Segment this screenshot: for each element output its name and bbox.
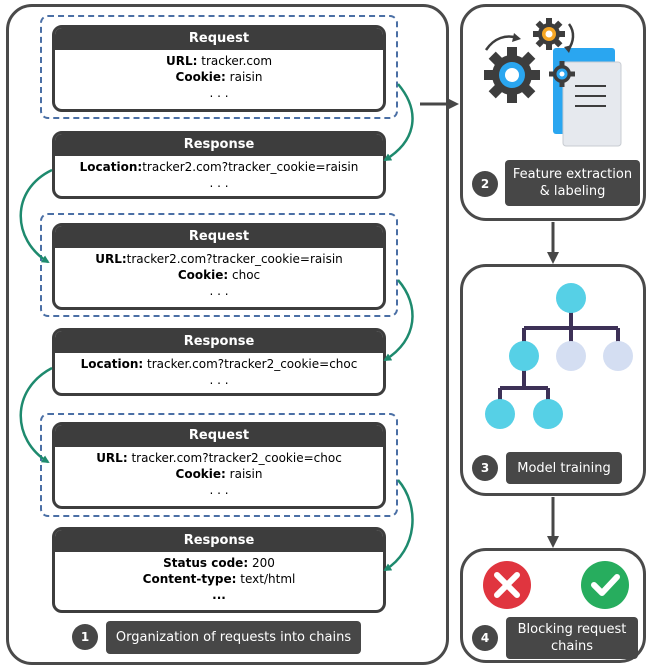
- field-value: text/html: [236, 572, 296, 586]
- field-value: choc: [228, 268, 261, 282]
- reject-icon: [483, 561, 531, 609]
- field-label: Cookie:: [175, 467, 226, 481]
- field-line: Cookie: raisin: [55, 69, 383, 85]
- field-label: Status code:: [163, 556, 249, 570]
- field-line: . . .: [55, 482, 383, 498]
- field-label: ...: [212, 588, 226, 602]
- field-line: . . .: [55, 175, 383, 191]
- field-label: Cookie:: [175, 70, 226, 84]
- chain-arrow-1: [383, 83, 414, 162]
- response-card-body: Location: tracker.com?tracker2_cookie=ch…: [55, 353, 383, 388]
- request-card-title: Request: [55, 425, 383, 447]
- field-line: Content-type: text/html: [55, 571, 383, 587]
- field-line: Status code: 200: [55, 555, 383, 571]
- field-line: Cookie: choc: [55, 267, 383, 283]
- field-value: . . .: [209, 284, 229, 298]
- field-value: . . .: [209, 483, 229, 497]
- chain-arrow-2: [19, 168, 53, 264]
- request-card-title: Request: [55, 28, 383, 50]
- chain-arrow-5: [383, 479, 414, 572]
- field-line: ...: [55, 587, 383, 603]
- step-2-label: Feature extraction & labeling: [505, 160, 640, 206]
- field-line: Location: tracker.com?tracker2_cookie=ch…: [55, 356, 383, 372]
- field-line: Cookie: raisin: [55, 466, 383, 482]
- response-card-body: Location:tracker2.com?tracker_cookie=rai…: [55, 156, 383, 191]
- accept-icon: [581, 561, 629, 609]
- step-3-badge: 3: [472, 455, 498, 481]
- field-label: Location:: [80, 357, 144, 371]
- field-label: URL:: [165, 54, 198, 68]
- step-2-badge: 2: [472, 171, 498, 197]
- response-card-title: Response: [55, 331, 383, 353]
- response-card-title: Response: [55, 134, 383, 156]
- field-label: URL:: [95, 252, 127, 266]
- field-label: Cookie:: [177, 268, 229, 282]
- field-label: URL:: [96, 451, 128, 465]
- field-value: tracker.com?tracker2_cookie=choc: [127, 451, 342, 465]
- chain-arrow-3: [383, 279, 414, 362]
- step-4-badge: 4: [472, 625, 498, 651]
- field-value: . . .: [209, 176, 229, 190]
- request-group-2: [40, 213, 398, 317]
- field-line: Location:tracker2.com?tracker_cookie=rai…: [55, 159, 383, 175]
- request-group-1: [40, 15, 398, 119]
- step-1-badge: 1: [72, 624, 98, 650]
- field-line: . . .: [55, 283, 383, 299]
- field-label: Content-type:: [142, 572, 237, 586]
- chain-arrow-4: [19, 366, 53, 464]
- field-value: raisin: [225, 467, 263, 481]
- request-card-title: Request: [55, 226, 383, 248]
- decision-tree-icon: [485, 283, 633, 429]
- field-line: URL: tracker.com?tracker2_cookie=choc: [55, 450, 383, 466]
- request-group-3: [40, 413, 398, 517]
- field-value: 200: [248, 556, 275, 570]
- field-value: . . .: [209, 373, 229, 387]
- field-value: tracker.com?tracker2_cookie=choc: [143, 357, 358, 371]
- step-3-label: Model training: [506, 452, 622, 484]
- step-1-label: Organization of requests into chains: [106, 621, 361, 654]
- field-line: . . .: [55, 85, 383, 101]
- field-value: tracker.com: [197, 54, 273, 68]
- field-label: Location:: [79, 160, 143, 174]
- field-line: . . .: [55, 372, 383, 388]
- gears-icon: [484, 18, 575, 103]
- field-line: URL:tracker2.com?tracker_cookie=raisin: [55, 251, 383, 267]
- field-value: raisin: [225, 70, 263, 84]
- field-line: URL: tracker.com: [55, 53, 383, 69]
- field-value: . . .: [209, 86, 229, 100]
- step-4-label: Blocking request chains: [506, 617, 638, 659]
- field-value: tracker2.com?tracker_cookie=raisin: [142, 160, 359, 174]
- response-card-title: Response: [55, 530, 383, 552]
- field-value: tracker2.com?tracker_cookie=raisin: [126, 252, 343, 266]
